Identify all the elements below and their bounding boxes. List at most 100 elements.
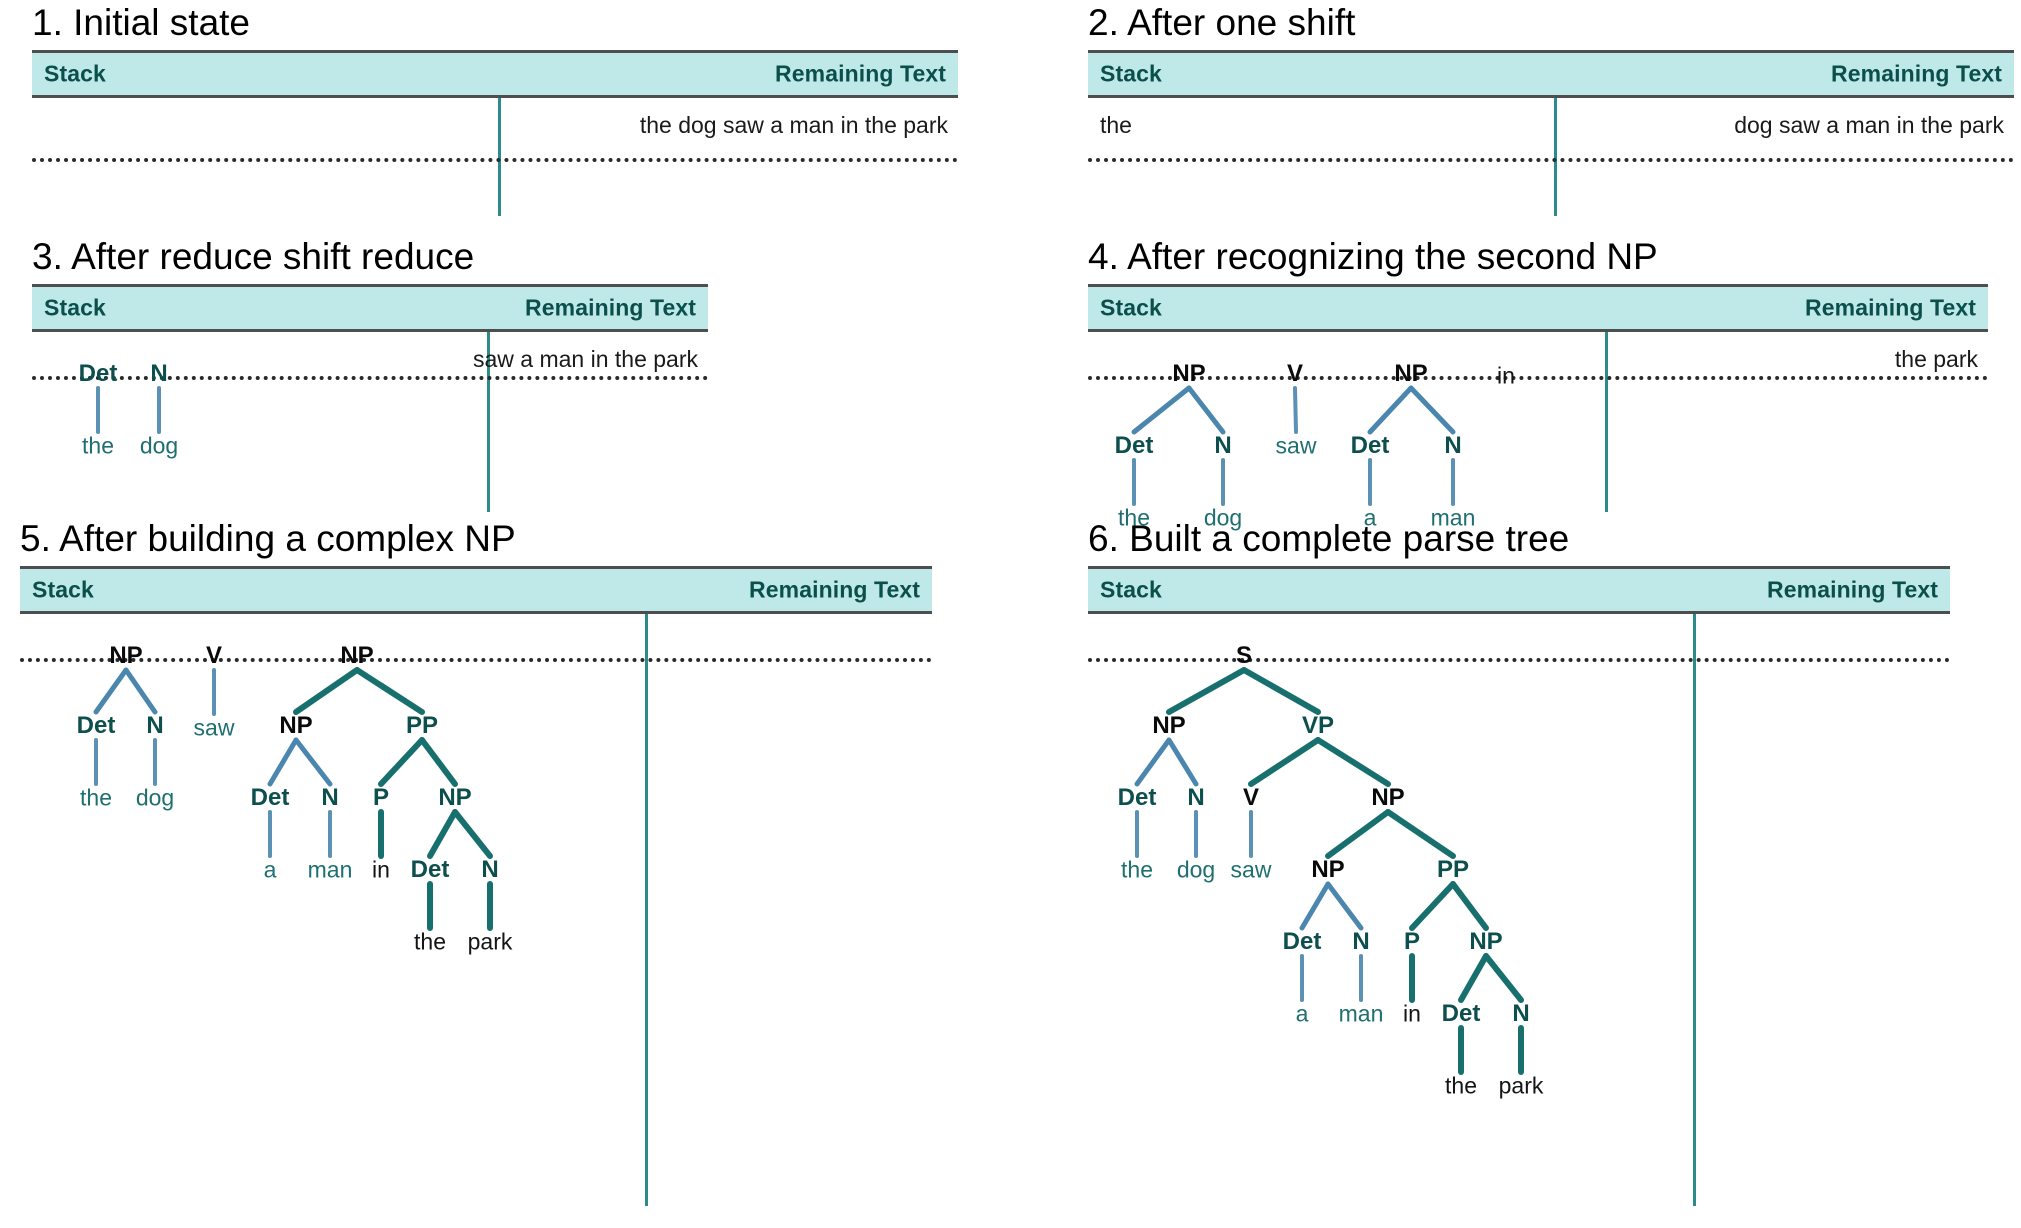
column-header-stack: Stack [32, 576, 94, 603]
column-header-stack: Stack [1100, 576, 1162, 603]
tree-terminal-saw: saw [1275, 432, 1317, 459]
panel-title: 1. Initial state [32, 2, 251, 43]
tree-edges [96, 386, 161, 434]
tree-nonterminal-det: Det [1114, 432, 1154, 459]
tree-terminal-the: the [82, 432, 114, 459]
table-body: the dog saw a man in the park [1088, 98, 2014, 216]
tree-terminal-in: in [1403, 1000, 1421, 1027]
remaining-text-value: saw a man in the park [472, 346, 698, 372]
tree-nonterminal-p: P [1403, 928, 1421, 955]
column-header-stack: Stack [1100, 60, 1162, 87]
tree-terminal-man: man [1338, 1000, 1384, 1027]
tree-terminal-the: the [414, 928, 446, 955]
stack-value: the [1100, 112, 1132, 138]
stack-baseline-dotted [1088, 376, 1988, 380]
column-divider [1605, 332, 1608, 512]
tree-nonterminal-np: NP [1172, 360, 1206, 387]
tree-nonterminal-pp: PP [405, 712, 439, 739]
remaining-text-value: the park [1894, 346, 1978, 372]
tree-nonterminal-n: N [1352, 928, 1370, 955]
column-header-stack: Stack [44, 294, 106, 321]
column-header-remaining-text: Remaining Text [525, 294, 696, 321]
table-body: the dog saw a man in the park [32, 98, 958, 216]
tree-nonterminal-det: Det [250, 784, 290, 811]
tree-terminal-saw: saw [1230, 856, 1272, 883]
column-divider [1554, 98, 1557, 216]
panel-title: 4. After recognizing the second NP [1088, 236, 1658, 277]
tree-nonterminal-np: NP [1469, 928, 1503, 955]
state-table: Stack Remaining Text saw a man in the pa… [32, 284, 708, 512]
table-header-row: Stack Remaining Text [20, 566, 932, 614]
tree-nonterminal-n: N [1512, 1000, 1530, 1027]
tree-nonterminal-np: NP [109, 642, 143, 669]
tree-nonterminal-det: Det [1441, 1000, 1481, 1027]
stack-baseline-dotted [1088, 158, 2014, 162]
column-header-remaining-text: Remaining Text [1831, 60, 2002, 87]
column-divider [487, 332, 490, 512]
stack-baseline-dotted [32, 376, 708, 380]
table-header-row: Stack Remaining Text [1088, 284, 1988, 332]
column-header-remaining-text: Remaining Text [775, 60, 946, 87]
tree-terminal-park: park [1498, 1072, 1544, 1099]
tree-nonterminal-np: NP [438, 784, 472, 811]
tree-nonterminal-s: S [1235, 642, 1253, 669]
tree-nonterminal-np: NP [1152, 712, 1186, 739]
tree-edges [1134, 667, 1524, 1075]
tree-nonterminal-n: N [1444, 432, 1462, 459]
tree-terminal-man: man [1430, 504, 1476, 531]
tree-terminal-the: the [1121, 856, 1153, 883]
tree-edges [1131, 385, 1456, 506]
tree-nonterminal-p: P [372, 784, 390, 811]
table-header-row: Stack Remaining Text [32, 50, 958, 98]
panel-after-second-np: 4. After recognizing the second NP Stack… [1088, 236, 1988, 529]
tree-nonterminal-np: NP [1394, 360, 1428, 387]
table-header-row: Stack Remaining Text [1088, 566, 1950, 614]
tree-nonterminal-np: NP [340, 642, 374, 669]
tree-terminal-saw: saw [193, 714, 235, 741]
tree-nonterminal-v: V [205, 642, 223, 669]
tree-nonterminal-n: N [146, 712, 164, 739]
column-header-stack: Stack [44, 60, 106, 87]
column-divider [498, 98, 501, 216]
tree-terminal-a: a [263, 856, 277, 883]
column-header-remaining-text: Remaining Text [1767, 576, 1938, 603]
tree-nonterminal-n: N [481, 856, 499, 883]
tree-terminal-dog: dog [135, 784, 175, 811]
panel-title: 5. After building a complex NP [20, 518, 516, 559]
tree-nonterminal-det: Det [1117, 784, 1157, 811]
tree-terminal-the: the [80, 784, 112, 811]
column-header-remaining-text: Remaining Text [749, 576, 920, 603]
table-header-row: Stack Remaining Text [1088, 50, 2014, 98]
remaining-text-value: dog saw a man in the park [1734, 112, 2004, 138]
tree-nonterminal-det: Det [78, 360, 118, 387]
tree-nonterminal-det: Det [410, 856, 450, 883]
tree-terminal-the: the [1445, 1072, 1477, 1099]
panel-title: 6. Built a complete parse tree [1088, 518, 1570, 559]
panel-title: 2. After one shift [1088, 2, 1356, 43]
panel-after-reduce-shift-reduce: 3. After reduce shift reduce Stack Remai… [32, 237, 708, 512]
tree-nonterminal-pp: PP [1436, 856, 1470, 883]
tree-nonterminal-np: NP [1371, 784, 1405, 811]
tree-terminal-dog: dog [139, 432, 179, 459]
stack-baseline-dotted [32, 158, 958, 162]
tree-terminal-in: in [372, 856, 390, 883]
tree-nonterminal-n: N [1187, 784, 1205, 811]
tree-nonterminal-v: V [1242, 784, 1260, 811]
panel-complete-parse-tree: 6. Built a complete parse tree Stack Rem… [1088, 518, 1950, 1206]
tree-terminal-dog: dog [1203, 504, 1243, 531]
panel-initial-state: 1. Initial state Stack Remaining Text th… [32, 2, 958, 216]
state-table: Stack Remaining Text the dog saw a man i… [1088, 50, 2014, 216]
column-divider [1693, 614, 1696, 1206]
tree-nonterminal-det: Det [1282, 928, 1322, 955]
tree-terminal-a: a [1295, 1000, 1309, 1027]
